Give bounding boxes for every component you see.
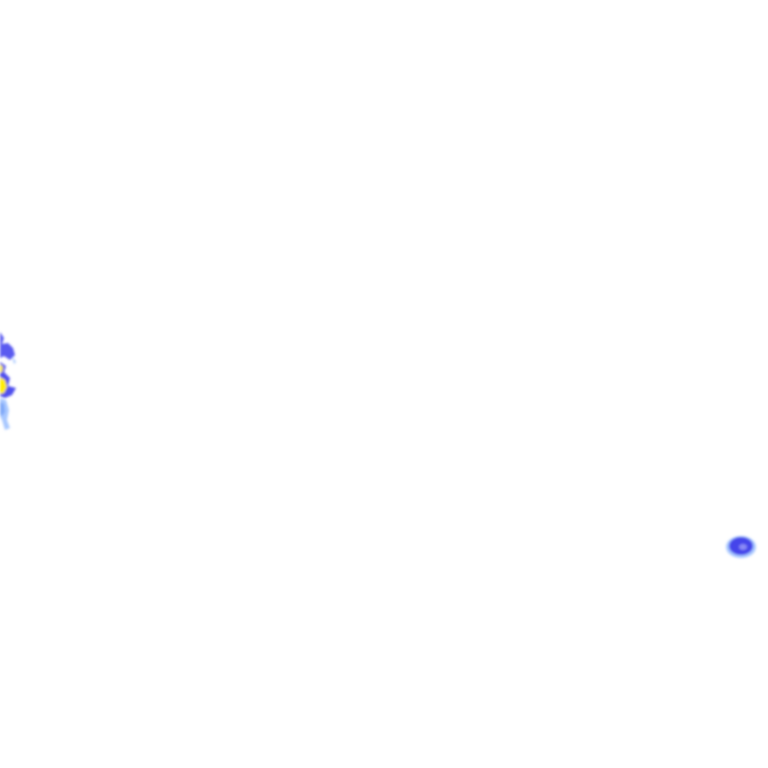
right-cell-light-spot [739, 544, 747, 550]
right-echo-cell [726, 536, 756, 558]
intense-core-top [0, 364, 3, 373]
intense-core [0, 377, 7, 394]
left-edge-echo-cluster [0, 332, 16, 430]
lower-echo-inner [0, 402, 5, 416]
upper-echo [0, 332, 15, 360]
upper-echo-fringe [12, 356, 16, 364]
